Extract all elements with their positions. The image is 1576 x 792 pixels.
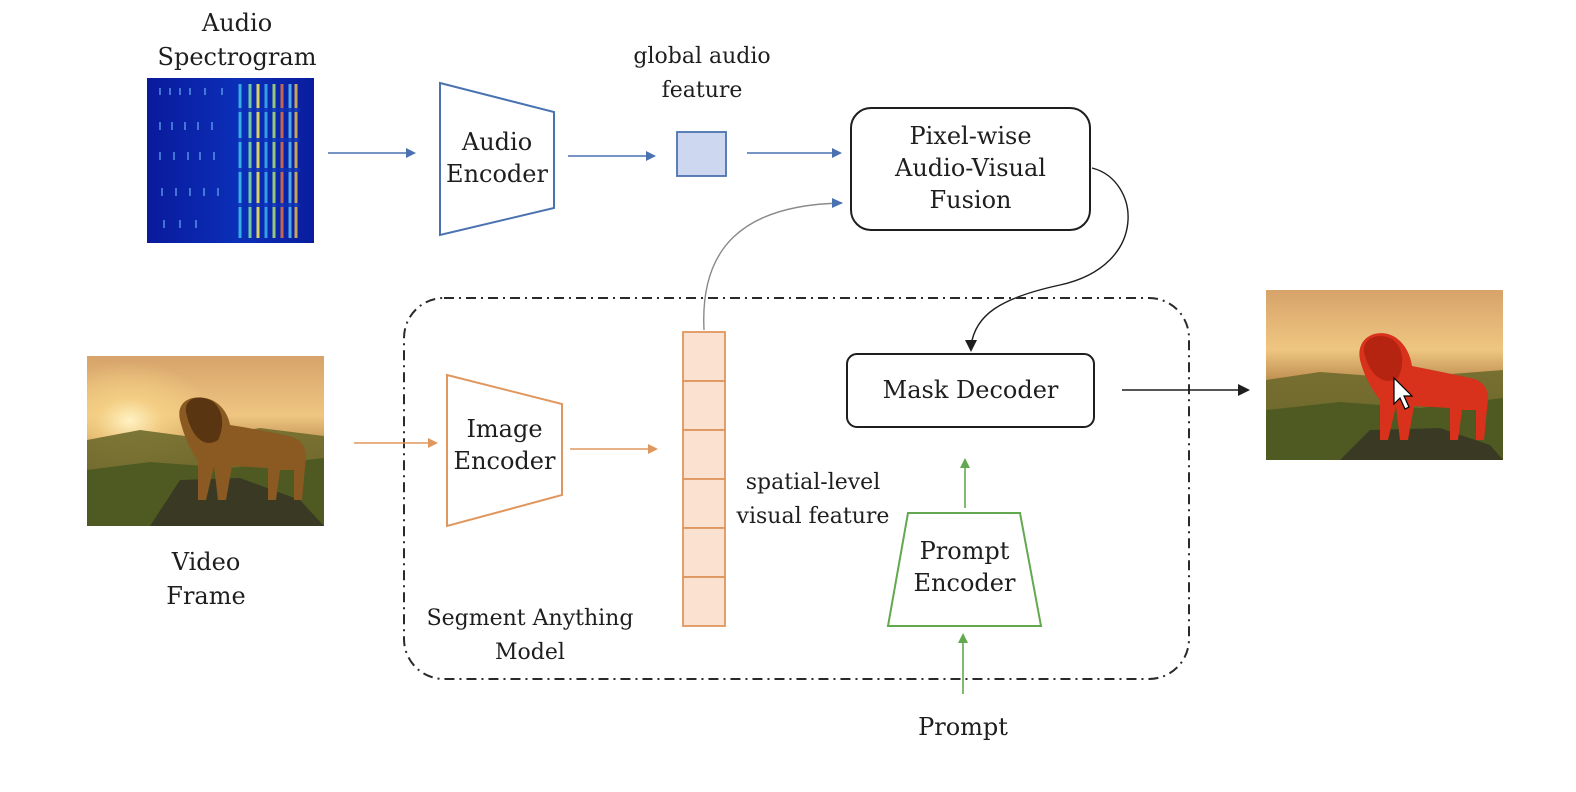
audio-spectrogram-label: Audio Spectrogram [147,6,327,74]
spatial-visual-feature-label: spatial-level visual feature [728,466,898,534]
fusion-label-line2: Audio-Visual [895,154,1046,182]
segment-anything-model-label-line1: Segment Anything [426,606,634,631]
video-frame-image [87,356,324,526]
video-frame-label-line1: Video [171,548,241,576]
curve-visual-feature-to-fusion [703,202,843,331]
curve-arrowhead-mask-decoder [965,340,977,352]
curve-arrowhead-fusion [832,198,843,208]
global-audio-feature-label-line1: global audio [633,44,771,69]
feature-cell [682,478,726,529]
audio-encoder-trapezoid [439,81,555,237]
mask-decoder-box [846,353,1095,428]
video-frame-label-line2: Frame [166,582,246,610]
feature-cell [682,429,726,480]
segment-anything-model-label-line2: Model [495,640,565,665]
fusion-label-line3: Fusion [929,186,1012,214]
global-audio-feature-label: global audio feature [612,40,792,108]
spatial-visual-feature-label-line1: spatial-level [745,470,881,495]
prompt-encoder-trapezoid [886,512,1043,627]
feature-cell [682,380,726,431]
mouse-pointer-icon [1393,376,1414,410]
global-audio-feature-label-line2: feature [661,78,743,103]
mask-decoder-label: Mask Decoder [882,376,1059,404]
spatial-visual-feature-column [682,331,726,627]
image-encoder-label-line1: Image [466,415,543,443]
segmented-output-image [1266,290,1503,460]
prompt-encoder-label-line2: Encoder [913,569,1016,597]
feature-cell [682,331,726,382]
image-encoder-label-line2: Encoder [453,447,556,475]
prompt-encoder-label: Prompt Encoder [888,535,1041,599]
prompt-label: Prompt [918,713,1008,741]
audio-encoder-label: Audio Encoder [440,126,554,190]
prompt-encoder-label-line1: Prompt [919,537,1010,565]
fusion-label: Pixel-wise Audio-Visual Fusion [851,120,1090,216]
fusion-box [850,107,1091,231]
global-audio-feature-box [676,131,727,177]
image-encoder-label: Image Encoder [447,413,562,477]
segment-anything-model-label: Segment Anything Model [410,602,650,670]
feature-cell [682,576,726,627]
audio-encoder-label-line1: Audio [461,128,533,156]
video-frame-label: Video Frame [116,545,296,613]
feature-cell [682,527,726,578]
audio-spectrogram-image [147,78,314,243]
curve-fusion-to-mask-decoder [970,167,1129,347]
audio-encoder-label-line2: Encoder [446,160,548,188]
segment-anything-model-container [403,297,1190,680]
fusion-label-line1: Pixel-wise [909,122,1032,150]
image-encoder-trapezoid [446,373,563,528]
spatial-visual-feature-label-line2: visual feature [736,504,890,529]
audio-spectrogram-label-line1: Audio [201,9,273,37]
audio-spectrogram-label-line2: Spectrogram [157,43,317,71]
